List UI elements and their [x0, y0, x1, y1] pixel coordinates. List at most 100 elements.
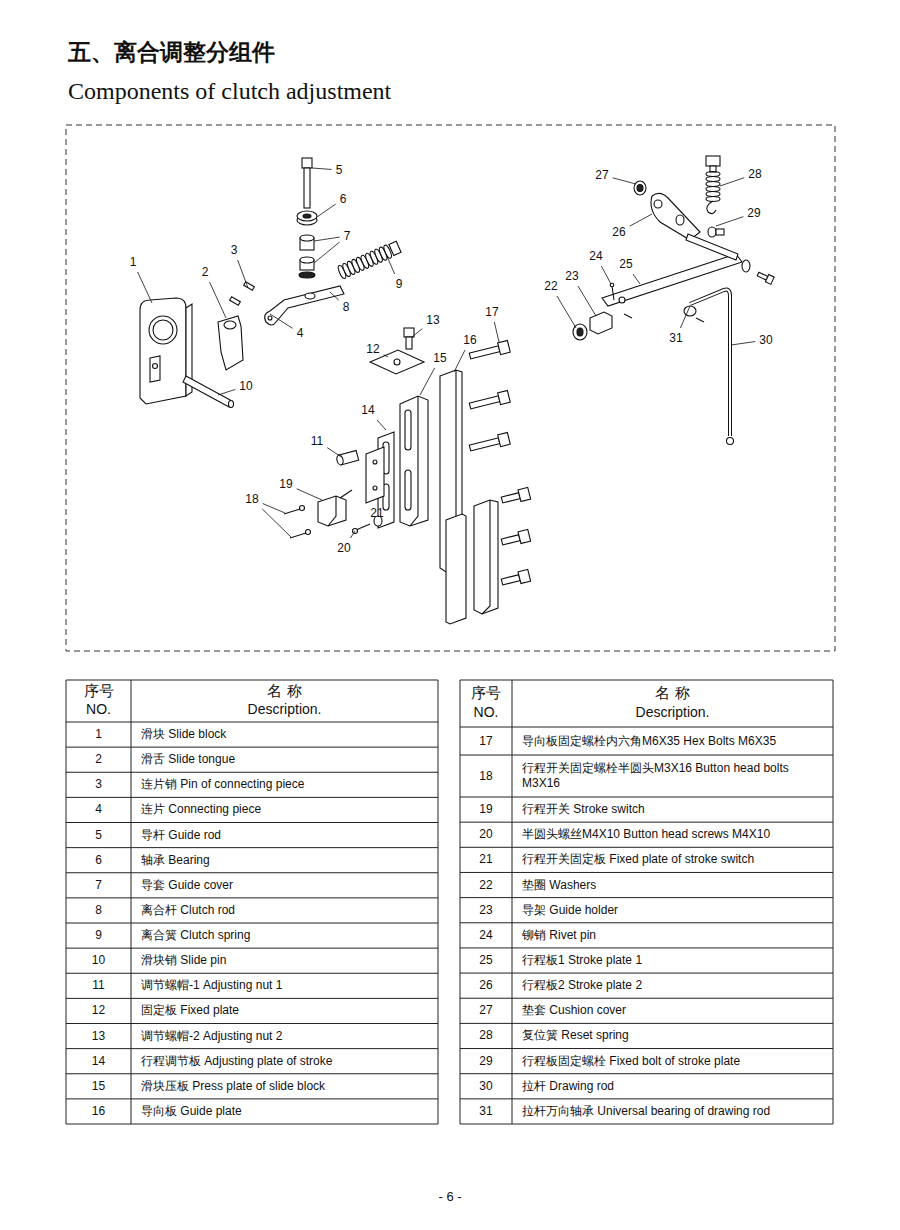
table-cell-description: 拉杆 Drawing rod: [522, 1074, 829, 1099]
guide-plate-lower: [482, 500, 490, 614]
stroke-plate-2: [654, 200, 662, 208]
table-rule: [66, 1073, 438, 1074]
leader-line: [238, 260, 248, 288]
leader-line: [350, 531, 355, 538]
table-rule: [438, 680, 439, 1124]
table-header: Description.: [131, 700, 438, 720]
stroke-plate-1: [765, 275, 774, 285]
reset-spring: [706, 187, 720, 192]
slide-pin: [229, 401, 234, 408]
table-rule: [460, 947, 833, 948]
guide-plate-lower: [474, 500, 498, 614]
table-cell-number: 2: [66, 747, 131, 772]
table-cell-number: 20: [460, 822, 512, 847]
table-cell-number: 7: [66, 873, 131, 898]
table-cell-description: 调节螺帽-1 Adjusting nut 1: [141, 973, 434, 998]
drawing-rod: [684, 306, 696, 316]
table-rule: [66, 998, 438, 999]
stroke-plate-1: [756, 270, 774, 284]
table-rule: [66, 797, 438, 798]
callout-number: 10: [238, 379, 253, 393]
table-grid: [66, 680, 833, 1124]
table-rule: [66, 1023, 438, 1024]
adjusting-nut-2: [406, 337, 412, 349]
hex-bolts-lower: [501, 529, 531, 547]
callout-number: 26: [611, 225, 626, 239]
table-cell-description: 复位簧 Reset spring: [522, 1023, 829, 1048]
table-cell-description: 铆销 Rivet pin: [522, 923, 829, 948]
guide-rod: [302, 158, 312, 208]
table-rule: [66, 822, 438, 823]
clutch-rod: [265, 286, 344, 325]
table-cell-number: 18: [460, 755, 512, 797]
table-rule: [66, 1124, 438, 1125]
guide-plate-lower: [446, 514, 466, 624]
table-cell-number: 26: [460, 973, 512, 998]
callout-number: 3: [230, 243, 239, 257]
table-cell-description: 导架 Guide holder: [522, 898, 829, 923]
table-cell-description: 导向板固定螺栓内六角M6X35 Hex Bolts M6X35: [522, 727, 829, 755]
table-rule: [460, 1048, 833, 1049]
leader-line: [330, 292, 339, 300]
reset-spring: [706, 192, 720, 197]
callout-number: 4: [296, 326, 305, 340]
leader-line: [386, 254, 395, 274]
table-cell-description: 导杆 Guide rod: [141, 823, 434, 848]
table-cell-description: 连片销 Pin of connecting piece: [141, 772, 434, 797]
leader-line: [601, 266, 611, 284]
table-cell-number: 4: [66, 797, 131, 822]
connecting-pins: [244, 282, 255, 290]
table-rule: [833, 680, 834, 1124]
leader-line: [384, 355, 388, 357]
slide-block: [153, 364, 158, 369]
switch-screws: [306, 530, 311, 535]
table-rule: [460, 755, 833, 756]
hex-bolts-lower: [501, 493, 520, 503]
switch-screws: [300, 506, 305, 511]
table-cell-number: 14: [66, 1049, 131, 1074]
table-cell-number: 19: [460, 797, 512, 822]
table-cell-number: 23: [460, 898, 512, 923]
stroke-switch: [340, 490, 352, 498]
guide-holder: [612, 286, 614, 300]
leader-line: [454, 350, 465, 372]
hex-bolts-upper: [469, 396, 500, 409]
leader-line: [270, 314, 293, 328]
callout-number: 2: [201, 265, 210, 279]
table-rule: [460, 922, 833, 923]
table-rule: [66, 772, 438, 773]
callout-number: 6: [339, 192, 348, 206]
reset-spring: [706, 177, 720, 182]
fixed-plate: [394, 359, 400, 365]
table-rule: [66, 897, 438, 898]
table-cell-number: 3: [66, 772, 131, 797]
hex-bolts-upper: [498, 341, 511, 355]
table-cell-number: 12: [66, 998, 131, 1023]
callout-number: 17: [484, 305, 499, 319]
hex-bolts-lower: [501, 535, 520, 545]
hex-bolts-upper: [469, 391, 511, 412]
callout-number: 28: [747, 167, 762, 181]
hex-bolts-upper: [469, 341, 511, 454]
guide-holder: [590, 312, 612, 334]
table-header: 名 称: [512, 684, 833, 704]
reset-spring: [706, 172, 720, 177]
leader-line: [312, 168, 332, 169]
table-cell-description: 半圆头螺丝M4X10 Button head screws M4X10: [522, 822, 829, 847]
press-plate: [400, 396, 428, 526]
guide-covers: [300, 257, 314, 263]
leader-line: [613, 178, 636, 184]
slide-pin: [183, 376, 232, 407]
guide-plate-lower: [446, 500, 498, 624]
page-title: 五、离合调整分组件: [68, 40, 275, 65]
cushion-cover: [676, 215, 684, 225]
leader-line: [731, 342, 755, 345]
callout-number: 24: [588, 249, 603, 263]
callout-number: 29: [746, 206, 761, 220]
table-cell-description: 离合杆 Clutch rod: [141, 898, 434, 923]
table-cell-description: 拉杆万向轴承 Universal bearing of drawing rod: [522, 1099, 829, 1124]
reset-spring: [706, 182, 720, 187]
stroke-plate-2: [651, 193, 738, 260]
